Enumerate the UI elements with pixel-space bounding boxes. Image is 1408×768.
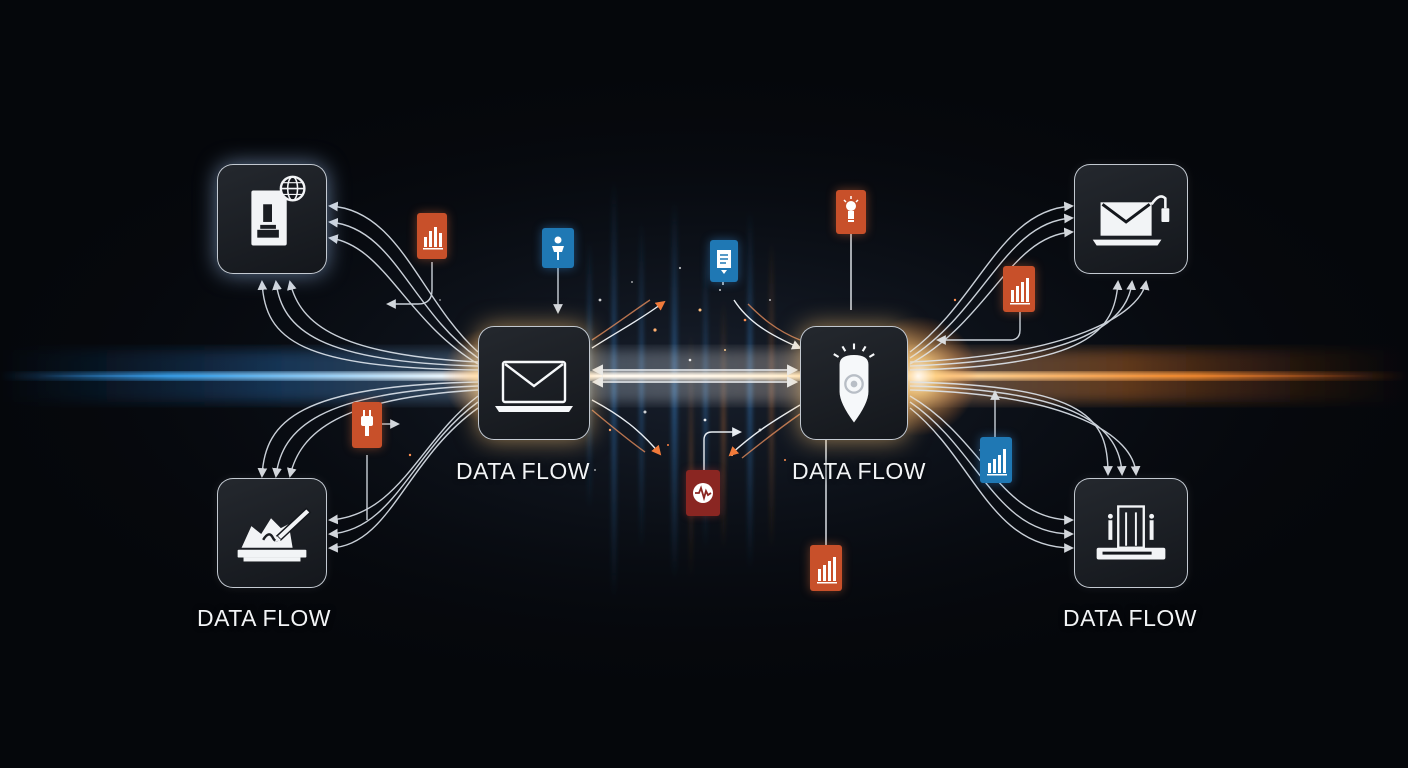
beam-line	[40, 375, 1370, 377]
signature-pen-icon	[237, 507, 312, 562]
badge-pulse-1	[686, 470, 720, 516]
sparkles	[408, 266, 981, 471]
person-icon	[552, 236, 564, 260]
plug-icon	[361, 410, 373, 436]
connectors-center-curves	[591, 232, 852, 545]
bar-chart-icon	[423, 227, 443, 250]
laptop-mail-plug-icon	[1092, 195, 1170, 246]
connectors-right	[909, 201, 1150, 553]
bar-chart-icon	[987, 449, 1007, 476]
label-center-left: DATA FLOW	[456, 458, 590, 484]
id-badge-globe-icon	[251, 175, 306, 246]
bulb-icon	[843, 196, 859, 222]
badge-bar-chart-3	[980, 437, 1012, 483]
badge-person-1	[542, 228, 574, 268]
node-center-left[interactable]	[478, 326, 590, 440]
badge-bar-chart-4	[810, 545, 842, 591]
badge-plug-1	[352, 402, 382, 448]
node-bottom-left[interactable]	[217, 478, 327, 588]
node-center-right[interactable]	[800, 326, 908, 440]
laptop-mail-icon	[495, 360, 573, 412]
node-top-left[interactable]	[217, 164, 327, 274]
badge-bar-chart-1	[417, 213, 447, 259]
server-rack-icon	[1096, 505, 1166, 560]
label-bottom-left: DATA FLOW	[197, 605, 331, 631]
label-bottom-right: DATA FLOW	[1063, 605, 1197, 631]
node-bottom-right[interactable]	[1074, 478, 1188, 588]
document-icon	[717, 250, 731, 274]
badge-document-1	[710, 240, 738, 282]
location-pin-signal-icon	[833, 343, 875, 423]
badge-bar-chart-2	[1003, 266, 1035, 312]
badge-bulb-1	[836, 190, 866, 234]
connectors-center	[591, 364, 799, 388]
pulse-icon	[693, 483, 713, 503]
node-top-right[interactable]	[1074, 164, 1188, 274]
connectors-left	[257, 201, 563, 553]
label-center-right: DATA FLOW	[792, 458, 926, 484]
bar-chart-icon	[817, 557, 837, 584]
bar-chart-icon	[1010, 278, 1030, 305]
